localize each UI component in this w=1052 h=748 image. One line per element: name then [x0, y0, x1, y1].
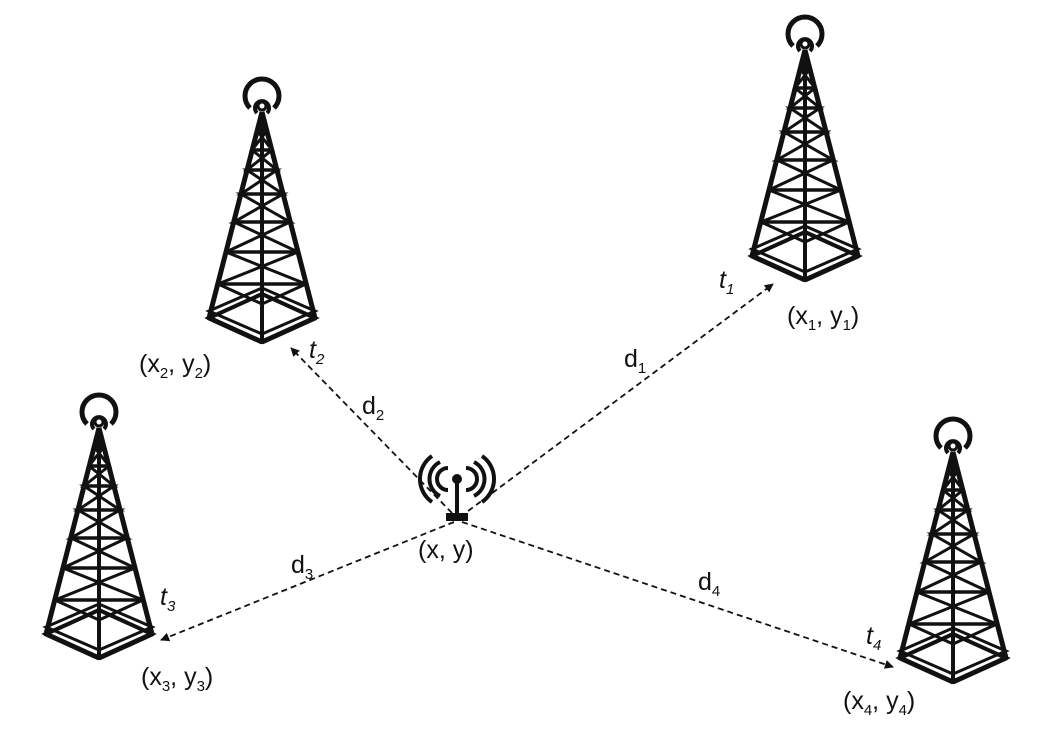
receiver-coordinate-label: (x, y) [418, 536, 474, 564]
d4-label: d4 [698, 568, 720, 600]
tower1-coordinate-label: (x1, y1) [787, 302, 859, 334]
tower4-coordinate-label: (x4, y4) [843, 687, 915, 719]
t3-label: t3 [160, 583, 176, 615]
distance-arrow-d4 [461, 521, 894, 669]
distance-arrow-d3 [160, 521, 455, 642]
tower2-coordinate-label: (x2, y2) [139, 350, 211, 382]
cell-tower-icon [46, 395, 152, 658]
cell-tower-icon [209, 79, 315, 342]
d2-label: d2 [362, 392, 384, 424]
t1-label: t1 [719, 266, 734, 298]
d1-label: d1 [624, 345, 646, 377]
d3-label: d3 [291, 551, 313, 583]
t2-label: t2 [309, 336, 325, 368]
distance-arrow-d1 [459, 283, 774, 518]
cell-tower-icon [900, 419, 1006, 682]
distance-arrow-d2 [290, 347, 453, 514]
cell-tower-icon [752, 17, 858, 280]
antenna-icon [418, 454, 496, 521]
tower3-coordinate-label: (x3, y3) [141, 663, 213, 695]
t4-label: t4 [866, 622, 881, 654]
